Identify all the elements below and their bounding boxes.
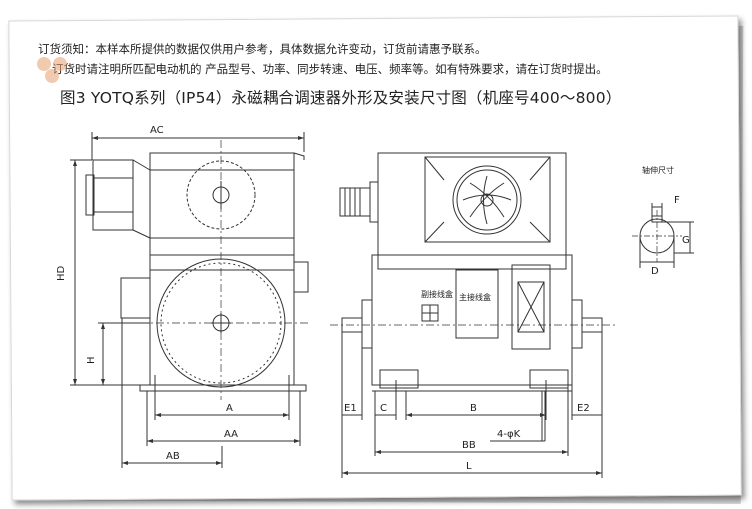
dim-ac-label: AC	[150, 125, 164, 136]
watermark-logo-icon	[37, 57, 67, 83]
dim-a-label: A	[226, 403, 233, 414]
dim-aa-label: AA	[224, 429, 238, 440]
dim-c-label: C	[380, 403, 387, 414]
dim-bb-label: BB	[462, 440, 476, 451]
dim-d-label: D	[651, 266, 659, 277]
dim-e1-label: E1	[344, 403, 357, 414]
order-notice-line2: 订货时请注明所匹配电动机的 产品型号、功率、同步转速、电压、频率等。如有特殊要求…	[52, 62, 608, 76]
sub-terminal-box-label: 副接线盒	[421, 289, 453, 299]
dim-ab-label: AB	[166, 451, 180, 462]
dim-h-label: H	[86, 356, 97, 364]
dim-f-label: F	[674, 195, 680, 206]
shaft-view	[632, 203, 694, 268]
figure-title: 图3 YOTQ系列（IP54）永磁耦合调速器外形及安装尺寸图（机座号400～80…	[60, 89, 622, 107]
dim-b-label: B	[470, 403, 477, 414]
front-view	[70, 132, 310, 468]
dim-k-label: 4-φK	[497, 429, 521, 440]
dim-hd-label: HD	[56, 265, 67, 281]
shaft-extension-label: 轴伸尺寸	[642, 165, 674, 175]
main-terminal-box-label: 主接线盒	[459, 292, 491, 302]
order-notice-line1: 订货须知：本样本所提供的数据仅供用户参考，具体数据允许变动，订货前请惠予联系。	[38, 42, 487, 56]
dim-l-label: L	[466, 461, 472, 472]
side-view	[330, 152, 615, 478]
dim-g-label: G	[682, 235, 690, 246]
dim-e2-label: E2	[577, 403, 590, 414]
